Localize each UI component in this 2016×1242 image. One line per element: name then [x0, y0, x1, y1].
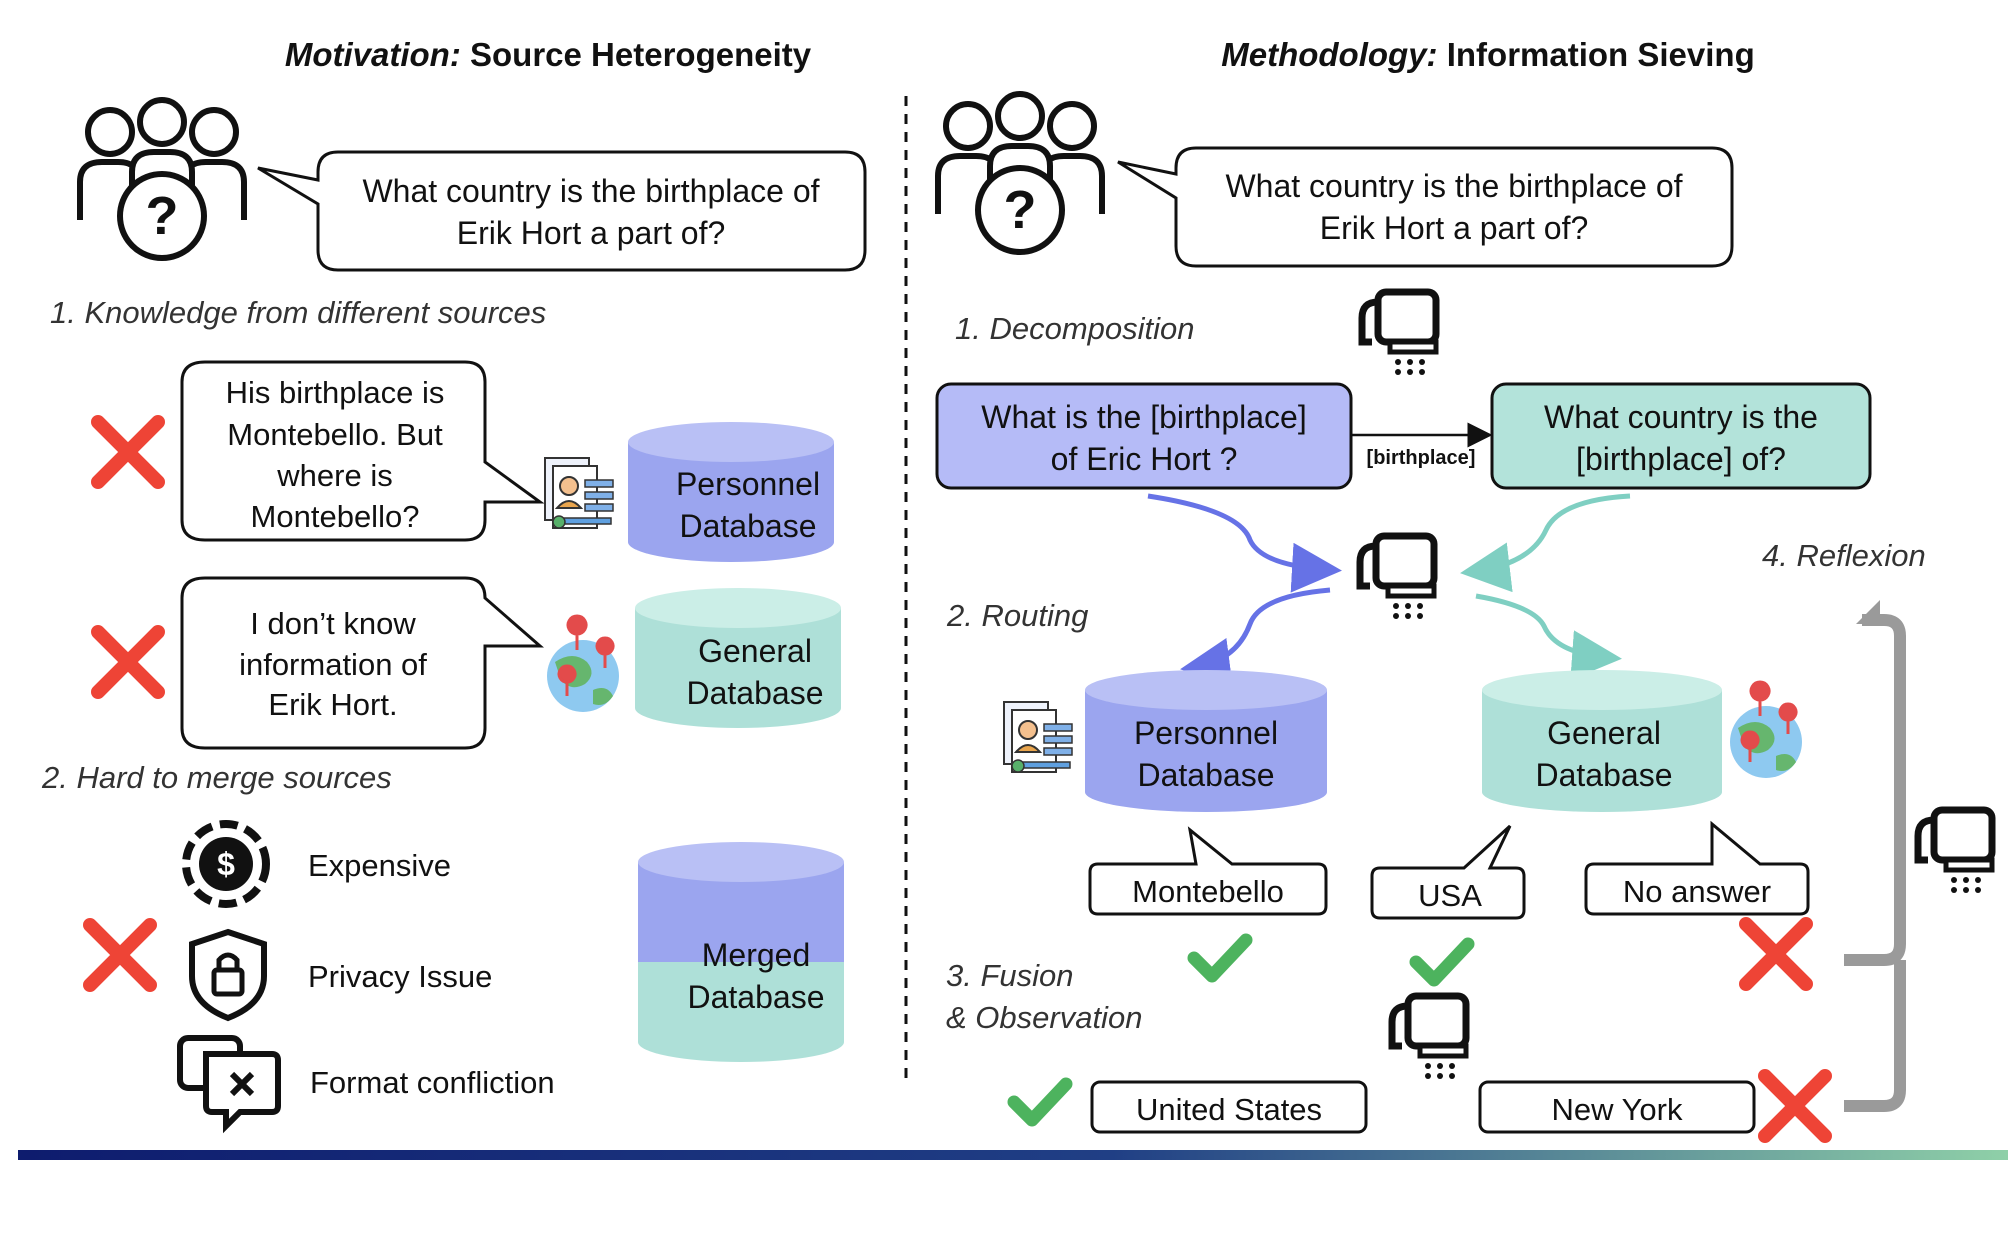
cross-icon [98, 422, 158, 482]
llm-icon [1918, 810, 1992, 893]
dollar-coin-icon: $ [182, 820, 270, 908]
general-db-label-2: Database [1536, 757, 1673, 793]
personnel-bubble-line-4: Montebello? [251, 499, 420, 534]
step-merge-label: 2. Hard to merge sources [41, 760, 392, 795]
answer-no-answer: No answer [1623, 874, 1771, 909]
question-line-2: Erik Hort a part of? [1320, 210, 1589, 246]
step-fusion-label-1: 3. Fusion [946, 958, 1074, 993]
people-question-icon [938, 94, 1102, 252]
llm-icon [1360, 536, 1434, 619]
question-bubble [1117, 146, 1734, 268]
cross-icon [1746, 924, 1806, 984]
globe-icon [1728, 680, 1804, 780]
shield-lock-icon [189, 928, 267, 1022]
llm-icon [1362, 292, 1436, 375]
general-database [635, 588, 841, 728]
cross-icon [1765, 1076, 1825, 1136]
general-bubble-line-3: Erik Hort. [268, 687, 397, 722]
personnel-db-label-1: Personnel [676, 466, 820, 502]
answer-bubble-no-answer [1584, 820, 1810, 916]
people-question-icon [80, 100, 244, 258]
step-fusion-label-2: & Observation [946, 1000, 1142, 1035]
personnel-bubble-line-3: where is [276, 458, 392, 493]
issue-privacy: Privacy Issue [308, 959, 492, 994]
chat-conflict-icon [177, 1035, 281, 1134]
final-answer-united-states [1090, 1080, 1368, 1134]
answer-montebello: Montebello [1132, 874, 1284, 909]
final-answer-new-york [1478, 1080, 1756, 1134]
sub-question-2-line-1: What country is the [1544, 399, 1818, 435]
general-bubble-line-2: information of [239, 647, 427, 682]
dependency-label: [birthplace] [1367, 447, 1476, 469]
cross-icon [98, 632, 158, 692]
route-arrow-blue-out [1180, 587, 1331, 688]
sub-question-1-line-1: What is the [birthplace] [981, 399, 1306, 435]
step-reflexion-label: 4. Reflexion [1762, 538, 1926, 573]
step-routing-label: 2. Routing [946, 598, 1088, 633]
general-speech-bubble [180, 576, 544, 750]
route-arrow-teal-out [1475, 593, 1622, 681]
check-icon [1014, 1084, 1066, 1120]
general-bubble-line-1: I don’t know [250, 606, 416, 641]
step-decomposition-label: 1. Decomposition [955, 311, 1195, 346]
footer-gradient-bar [18, 1150, 2008, 1160]
step-knowledge-label: 1. Knowledge from different sources [50, 295, 546, 330]
check-icon [1416, 944, 1468, 980]
personnel-speech-bubble [180, 360, 545, 542]
personnel-db-label-2: Database [1138, 757, 1275, 793]
cross-icon [90, 925, 150, 985]
personnel-db-label-2: Database [680, 508, 817, 544]
personnel-database [1085, 670, 1327, 812]
personnel-bubble-line-2: Montebello. But [227, 417, 443, 452]
globe-icon [545, 614, 621, 714]
general-db-label-1: General [698, 633, 812, 669]
sub-question-2-line-2: [birthplace] of? [1576, 441, 1786, 477]
personnel-db-label-1: Personnel [1134, 715, 1278, 751]
question-line-1: What country is the birthplace of [362, 173, 819, 209]
general-db-label-1: General [1547, 715, 1661, 751]
answer-bubble-montebello [1088, 826, 1328, 916]
issue-format: Format confliction [310, 1065, 555, 1100]
general-database [1482, 670, 1722, 812]
merged-db-label-2: Database [688, 979, 825, 1015]
llm-icon [1392, 996, 1466, 1079]
left-panel-title: Motivation: Source Heterogeneity [285, 36, 812, 73]
issue-expensive: Expensive [308, 848, 451, 883]
question-line-1: What country is the birthplace of [1225, 168, 1682, 204]
personnel-bubble-line-1: His birthplace is [226, 375, 445, 410]
sub-question-1-line-2: of Eric Hort ? [1051, 441, 1238, 477]
final-answer-new-york-text: New York [1552, 1092, 1683, 1127]
general-db-label-2: Database [687, 675, 824, 711]
personnel-file-icon [544, 457, 614, 529]
route-arrow-teal-in [1460, 493, 1631, 593]
personnel-file-icon [1003, 701, 1073, 773]
answer-bubble-usa [1370, 824, 1526, 920]
merged-db-label-1: Merged [702, 937, 811, 973]
question-line-2: Erik Hort a part of? [457, 215, 726, 251]
merged-database [638, 842, 844, 1062]
route-arrow-blue-in [1147, 493, 1342, 593]
check-icon [1194, 940, 1246, 976]
reflexion-arrow [1844, 614, 1906, 1112]
svg-text:$: $ [217, 846, 235, 882]
right-panel-title: Methodology: Information Sieving [1221, 36, 1755, 73]
question-bubble [257, 150, 867, 272]
answer-usa: USA [1418, 878, 1482, 913]
personnel-database [628, 422, 834, 562]
final-answer-united-states-text: United States [1136, 1092, 1322, 1127]
